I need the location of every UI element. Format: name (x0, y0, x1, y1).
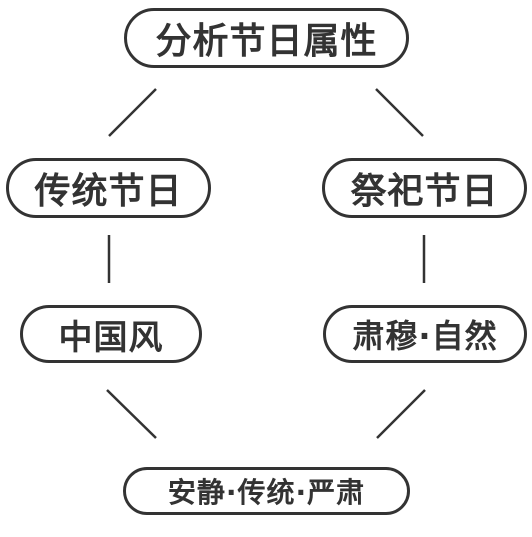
left-category-node: 传统节日 (6, 158, 211, 218)
left-category-label: 传统节日 (34, 171, 183, 212)
right-category-node: 祭祀节日 (322, 158, 527, 218)
left-attribute-node: 中国风 (20, 305, 202, 363)
right-attribute-node: 肃穆·自然 (323, 305, 527, 363)
conclusion-node: 安静·传统·严肃 (123, 467, 410, 515)
connector-root-to-left (108, 88, 157, 137)
connector-left-to-bottom (106, 389, 157, 439)
root-node-label: 分析节日属性 (155, 21, 378, 62)
conclusion-label: 安静·传统·严肃 (167, 476, 366, 509)
root-node: 分析节日属性 (124, 8, 409, 68)
right-category-label: 祭祀节日 (350, 171, 499, 212)
left-attribute-label: 中国风 (58, 317, 164, 358)
right-attribute-label: 肃穆·自然 (352, 317, 498, 355)
connector-root-to-right (375, 88, 424, 137)
connector-right-to-bottom (376, 389, 426, 439)
